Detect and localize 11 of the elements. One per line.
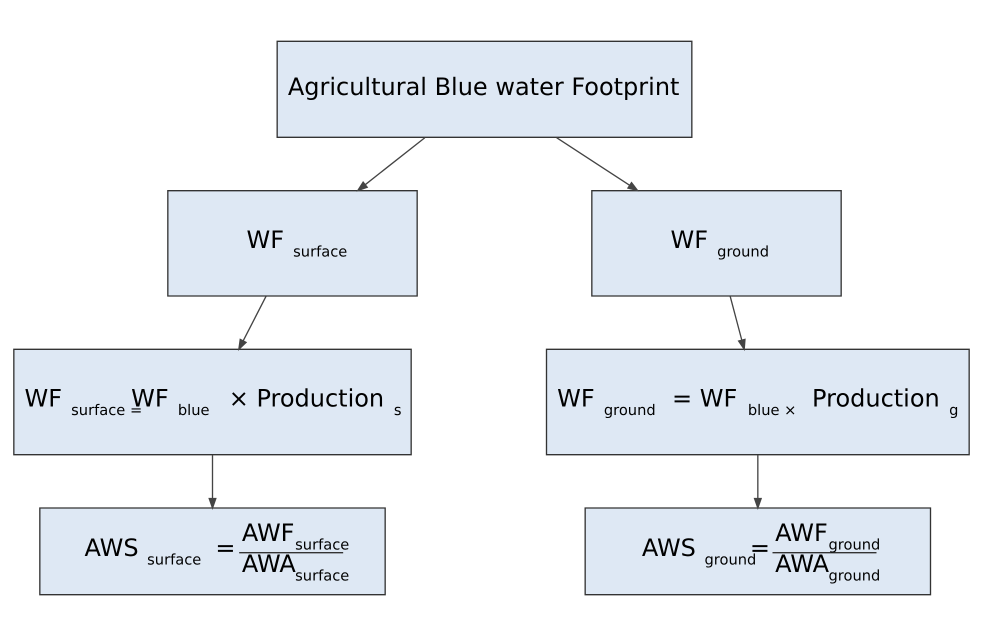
arrow xyxy=(556,137,640,192)
node-box: Agricultural Blue water Footprint xyxy=(276,40,692,138)
arrow xyxy=(356,137,426,192)
node-box: WF $_{surface}$ xyxy=(167,190,418,297)
arrow xyxy=(730,296,746,352)
arrow xyxy=(208,455,217,510)
node-box: WF $_{ground}$ = WF $_{blue ×}$ Production $_{g}$ xyxy=(546,348,970,456)
node-box: WF $_{surface =}$WF $_{blue}$ × Production $_{s}$ xyxy=(13,348,412,456)
arrow xyxy=(238,296,267,352)
arrow xyxy=(754,455,762,510)
node-box: WF $_{ground}$ xyxy=(591,190,842,297)
